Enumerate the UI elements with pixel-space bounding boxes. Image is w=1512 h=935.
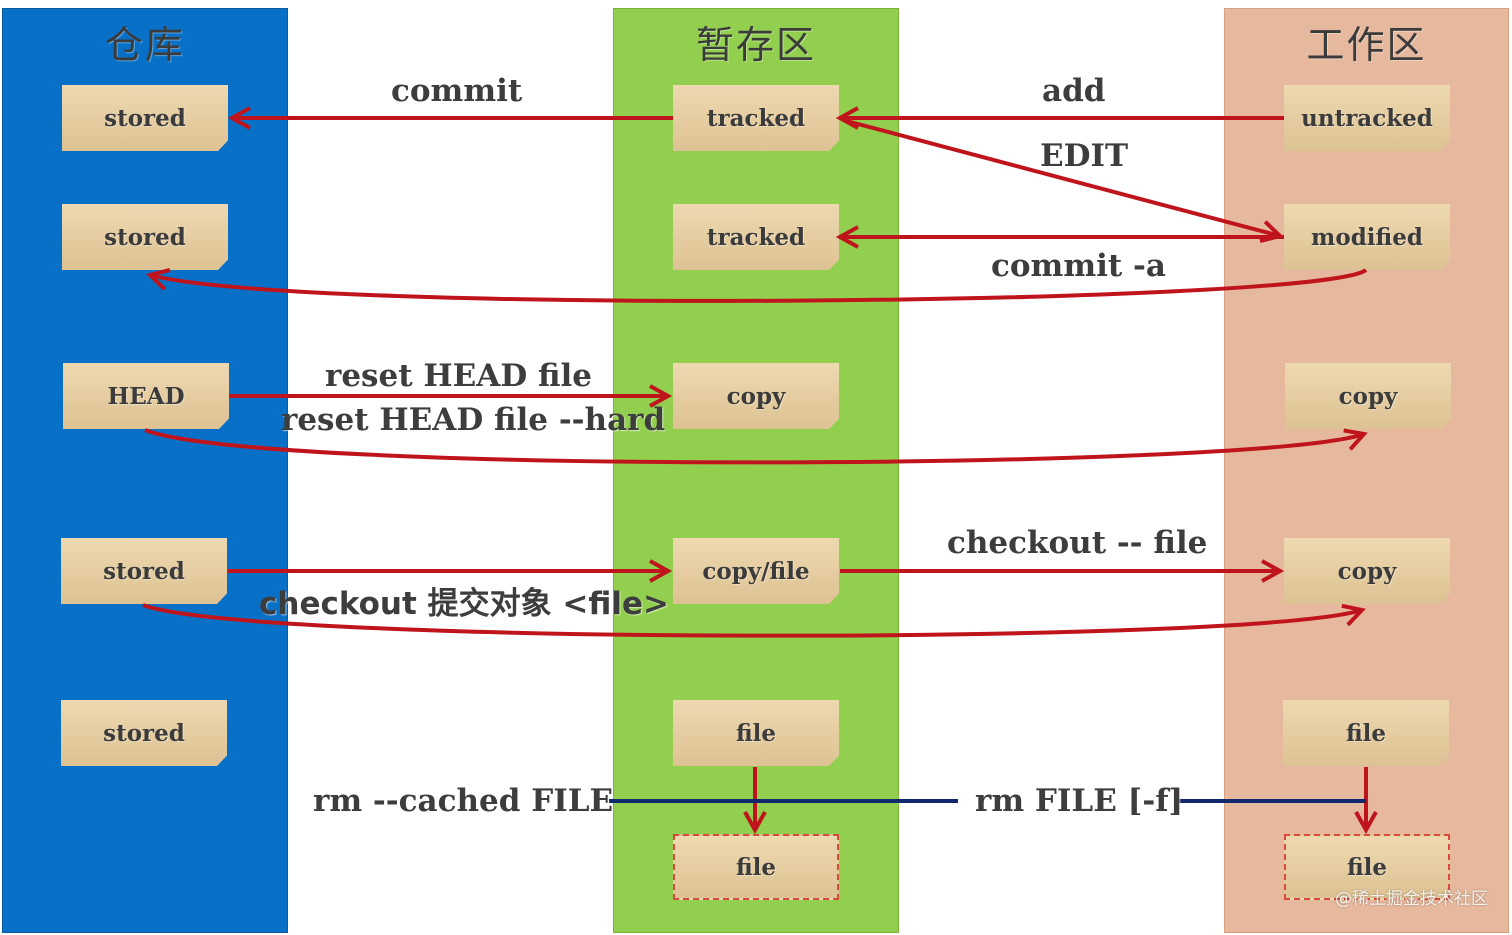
work-modified-note: modified [1284,204,1450,270]
edit-arrow [842,118,1280,236]
watermark: @稀土掘金技术社区 [1335,889,1488,909]
repo-stored-note-3: stored [61,538,227,604]
commit-a-label: commit -a [991,248,1166,284]
stage-tracked-note-2: tracked [673,204,839,270]
work-file-removed-note: file [1284,834,1450,900]
checkout-file-label: checkout -- file [947,525,1208,561]
reset-head-file-hard-label: reset HEAD file --hard [281,402,666,438]
stage-copy-note: copy [673,363,839,429]
checkout-commit-work-arrow [142,603,1362,638]
repository-title: 仓库 [104,23,185,67]
stage-file-note: file [673,700,839,766]
rm-file-label: rm FILE [-f] [975,783,1184,819]
commit-label: commit [391,73,523,109]
stage-tracked-note-1: tracked [673,85,839,151]
repository-column: 仓库 [2,8,288,933]
rm-cached-label: rm --cached FILE [313,783,614,819]
work-copy-note-1: copy [1285,363,1451,429]
stage-copy-file-note: copy/file [673,538,839,604]
work-copy-note-2: copy [1284,538,1450,604]
repo-stored-note-1: stored [62,85,228,151]
repo-head-note: HEAD [63,363,229,429]
edit-label: EDIT [1040,138,1129,174]
add-label: add [1042,73,1106,109]
repo-stored-note-2: stored [62,204,228,270]
commit-a-arrow [150,270,1368,303]
work-file-note: file [1283,700,1449,766]
reset-hard-arrow [144,428,1364,465]
stage-file-removed-note: file [673,834,839,900]
staging-title: 暂存区 [695,23,816,67]
repo-stored-note-4: stored [61,700,227,766]
reset-head-file-label: reset HEAD file [325,358,593,394]
work-untracked-note: untracked [1284,85,1450,151]
checkout-commit-file-label: checkout 提交对象 <file> [259,586,669,622]
working-title: 工作区 [1306,23,1427,67]
